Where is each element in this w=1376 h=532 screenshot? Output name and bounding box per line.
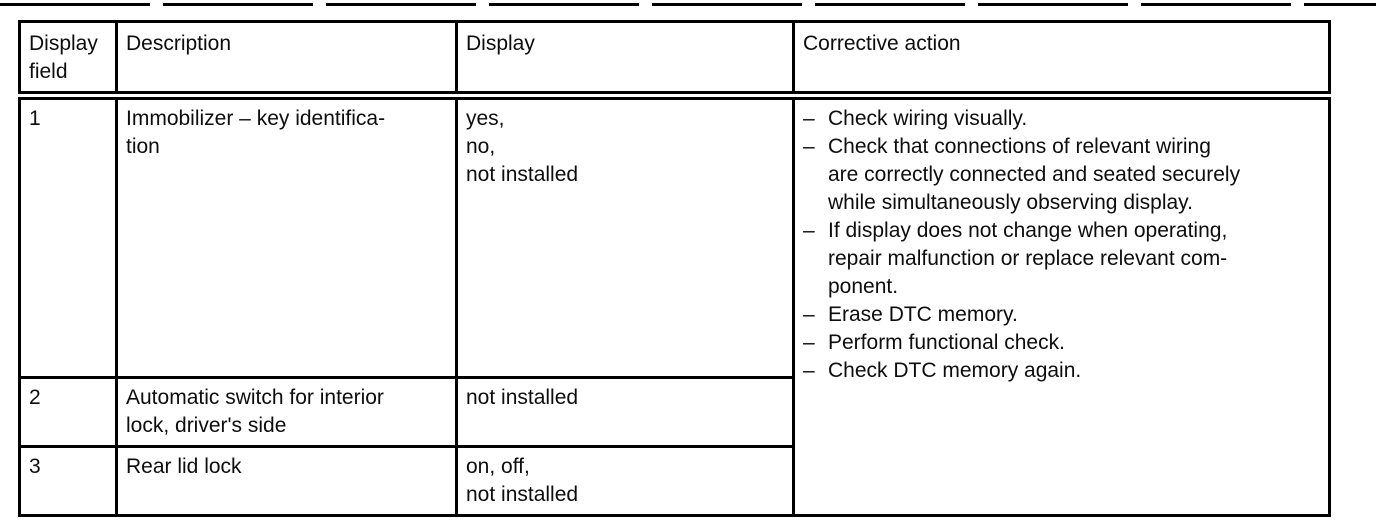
display-values-cell: yes, no, not installed	[455, 94, 795, 379]
corrective-action-item: – Check that connections of relevant wir…	[803, 133, 1320, 217]
table-row: 2 Automatic switch for interior lock, dr…	[18, 376, 1330, 448]
table-row: 3 Rear lid lock on, off, not installed	[18, 445, 1330, 517]
dash-bullet: –	[803, 331, 815, 354]
table-row: 1 Immobilizer – key identifica- tion yes…	[18, 94, 1331, 517]
corrective-action-item: – Check DTC memory again.	[803, 357, 1320, 385]
corrective-action-text: Check wiring visually.	[828, 107, 1028, 130]
header-corrective-action: Corrective action	[792, 20, 1331, 100]
corrective-action-text: Erase DTC memory.	[828, 303, 1018, 326]
description-cell: Immobilizer – key identifica- tion	[115, 94, 458, 379]
diagnostic-display-table: Display field Description Display Correc…	[18, 20, 1331, 517]
dash-bullet: –	[803, 107, 815, 130]
corrective-action-item: – If display does not change when operat…	[803, 217, 1320, 301]
header-display: Display	[455, 20, 795, 100]
display-field-number: 1	[18, 94, 118, 379]
display-values-cell: not installed	[455, 376, 795, 448]
corrective-action-text: If display does not change when operatin…	[828, 219, 1228, 298]
dash-bullet: –	[803, 135, 815, 158]
corrective-action-item: – Check wiring visually.	[803, 105, 1320, 133]
corrective-action-text: Perform functional check.	[828, 331, 1065, 354]
display-values-cell: on, off, not installed	[455, 445, 795, 517]
page-top-rule	[0, 3, 1376, 6]
display-field-number: 3	[18, 445, 118, 517]
description-cell: Automatic switch for interior lock, driv…	[115, 376, 458, 448]
corrective-action-cell: – Check wiring visually. – Check that co…	[792, 94, 1331, 517]
corrective-action-item: – Erase DTC memory.	[803, 301, 1320, 329]
header-display-field: Display field	[18, 20, 118, 100]
dash-bullet: –	[803, 303, 815, 326]
corrective-action-list: – Check wiring visually. – Check that co…	[803, 105, 1320, 385]
dash-bullet: –	[803, 359, 815, 382]
dash-bullet: –	[803, 219, 815, 242]
corrective-action-text: Check that connections of relevant wirin…	[828, 135, 1241, 214]
corrective-action-item: – Perform functional check.	[803, 329, 1320, 357]
description-cell: Rear lid lock	[115, 445, 458, 517]
corrective-action-text: Check DTC memory again.	[828, 359, 1082, 382]
table-header-row: Display field Description Display Correc…	[18, 20, 1331, 100]
display-field-number: 2	[18, 376, 118, 448]
header-description: Description	[115, 20, 458, 100]
